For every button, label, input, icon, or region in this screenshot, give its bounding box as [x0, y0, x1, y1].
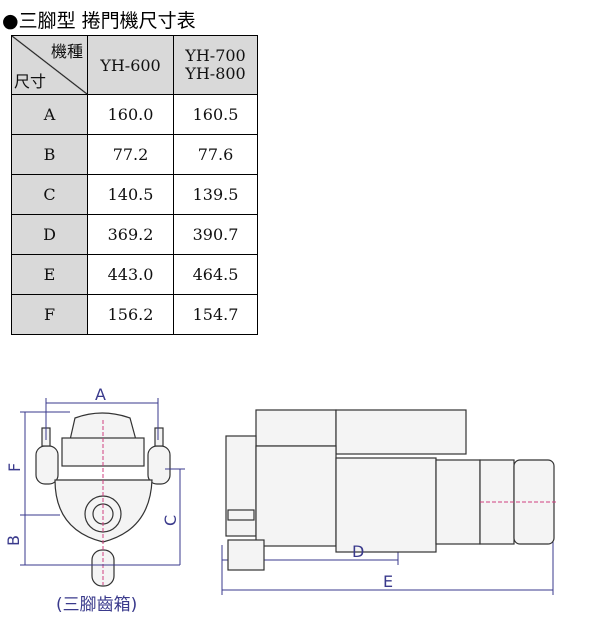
cell: 77.2: [87, 134, 174, 175]
cell: 140.5: [87, 174, 174, 215]
dim-label-d: D: [352, 542, 364, 561]
dim-label-b: B: [4, 535, 23, 546]
cell: 443.0: [87, 254, 174, 295]
dim-label: E: [11, 254, 88, 295]
technical-drawing: A F B C D E: [4, 385, 556, 595]
dim-label: D: [11, 214, 88, 255]
corner-model-label: 機種: [50, 42, 83, 61]
corner-header: 機種 尺寸: [11, 35, 88, 95]
dim-label: A: [11, 94, 88, 135]
dim-label: C: [11, 174, 88, 215]
page-title: ●三腳型 捲門機尺寸表: [2, 10, 196, 32]
dim-label: B: [11, 134, 88, 175]
cell: 464.5: [173, 254, 258, 295]
dim-label-e: E: [383, 572, 393, 591]
cell: 160.0: [87, 94, 174, 135]
drawing-caption: (三腳齒箱): [56, 595, 138, 615]
dim-label-c: C: [161, 515, 180, 526]
model-name: YH-600: [100, 55, 161, 75]
cell: 390.7: [173, 214, 258, 255]
cell: 160.5: [173, 94, 258, 135]
dim-label: F: [11, 294, 88, 335]
cell: 154.7: [173, 294, 258, 335]
cell: 77.6: [173, 134, 258, 175]
dim-label-a: A: [95, 385, 106, 404]
model-name: YH-700: [185, 46, 246, 65]
corner-dimension-label: 尺寸: [14, 72, 47, 91]
side-view: [225, 409, 556, 571]
cell: 139.5: [173, 174, 258, 215]
front-view: [35, 412, 171, 587]
cell: 156.2: [87, 294, 174, 335]
model-name: YH-800: [185, 64, 246, 83]
cell: 369.2: [87, 214, 174, 255]
model-header-1: YH-600: [87, 35, 174, 95]
dim-label-f: F: [5, 463, 24, 472]
